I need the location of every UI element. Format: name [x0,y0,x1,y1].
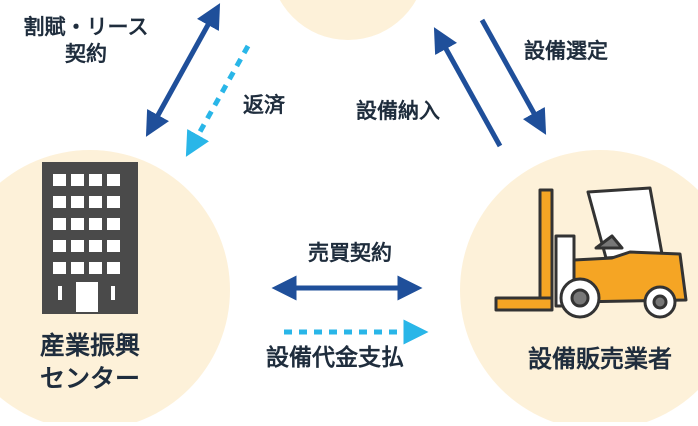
equipment-selection-label: 設備選定 [524,39,608,63]
installment-lease-arrow [145,3,221,137]
installment-lease-label-line2: 契約 [65,42,107,67]
forklift-icon [494,186,688,319]
office-building-icon [42,162,138,314]
center-node-label-line2: センター [39,363,140,393]
equipment-delivery-label: 設備納入 [356,99,440,123]
installment-lease-label: 割賦・リース 契約 [4,14,168,69]
installment-lease-label-line1: 割賦・リース [23,15,149,39]
repayment-arrow [185,44,251,157]
equipment-selection-arrow [479,18,547,135]
vendor-node-label: 設備販売業者 [528,345,672,373]
center-node-label: 産業振興 センター [6,330,174,395]
top-node-circle [279,0,417,40]
sales-contract-label: 売買契約 [308,241,392,265]
repayment-label: 返済 [243,93,285,117]
center-node-label-line1: 産業振興 [39,331,140,360]
equipment-delivery-arrow [433,27,503,148]
equipment-payment-label: 設備代金支払 [266,345,404,371]
